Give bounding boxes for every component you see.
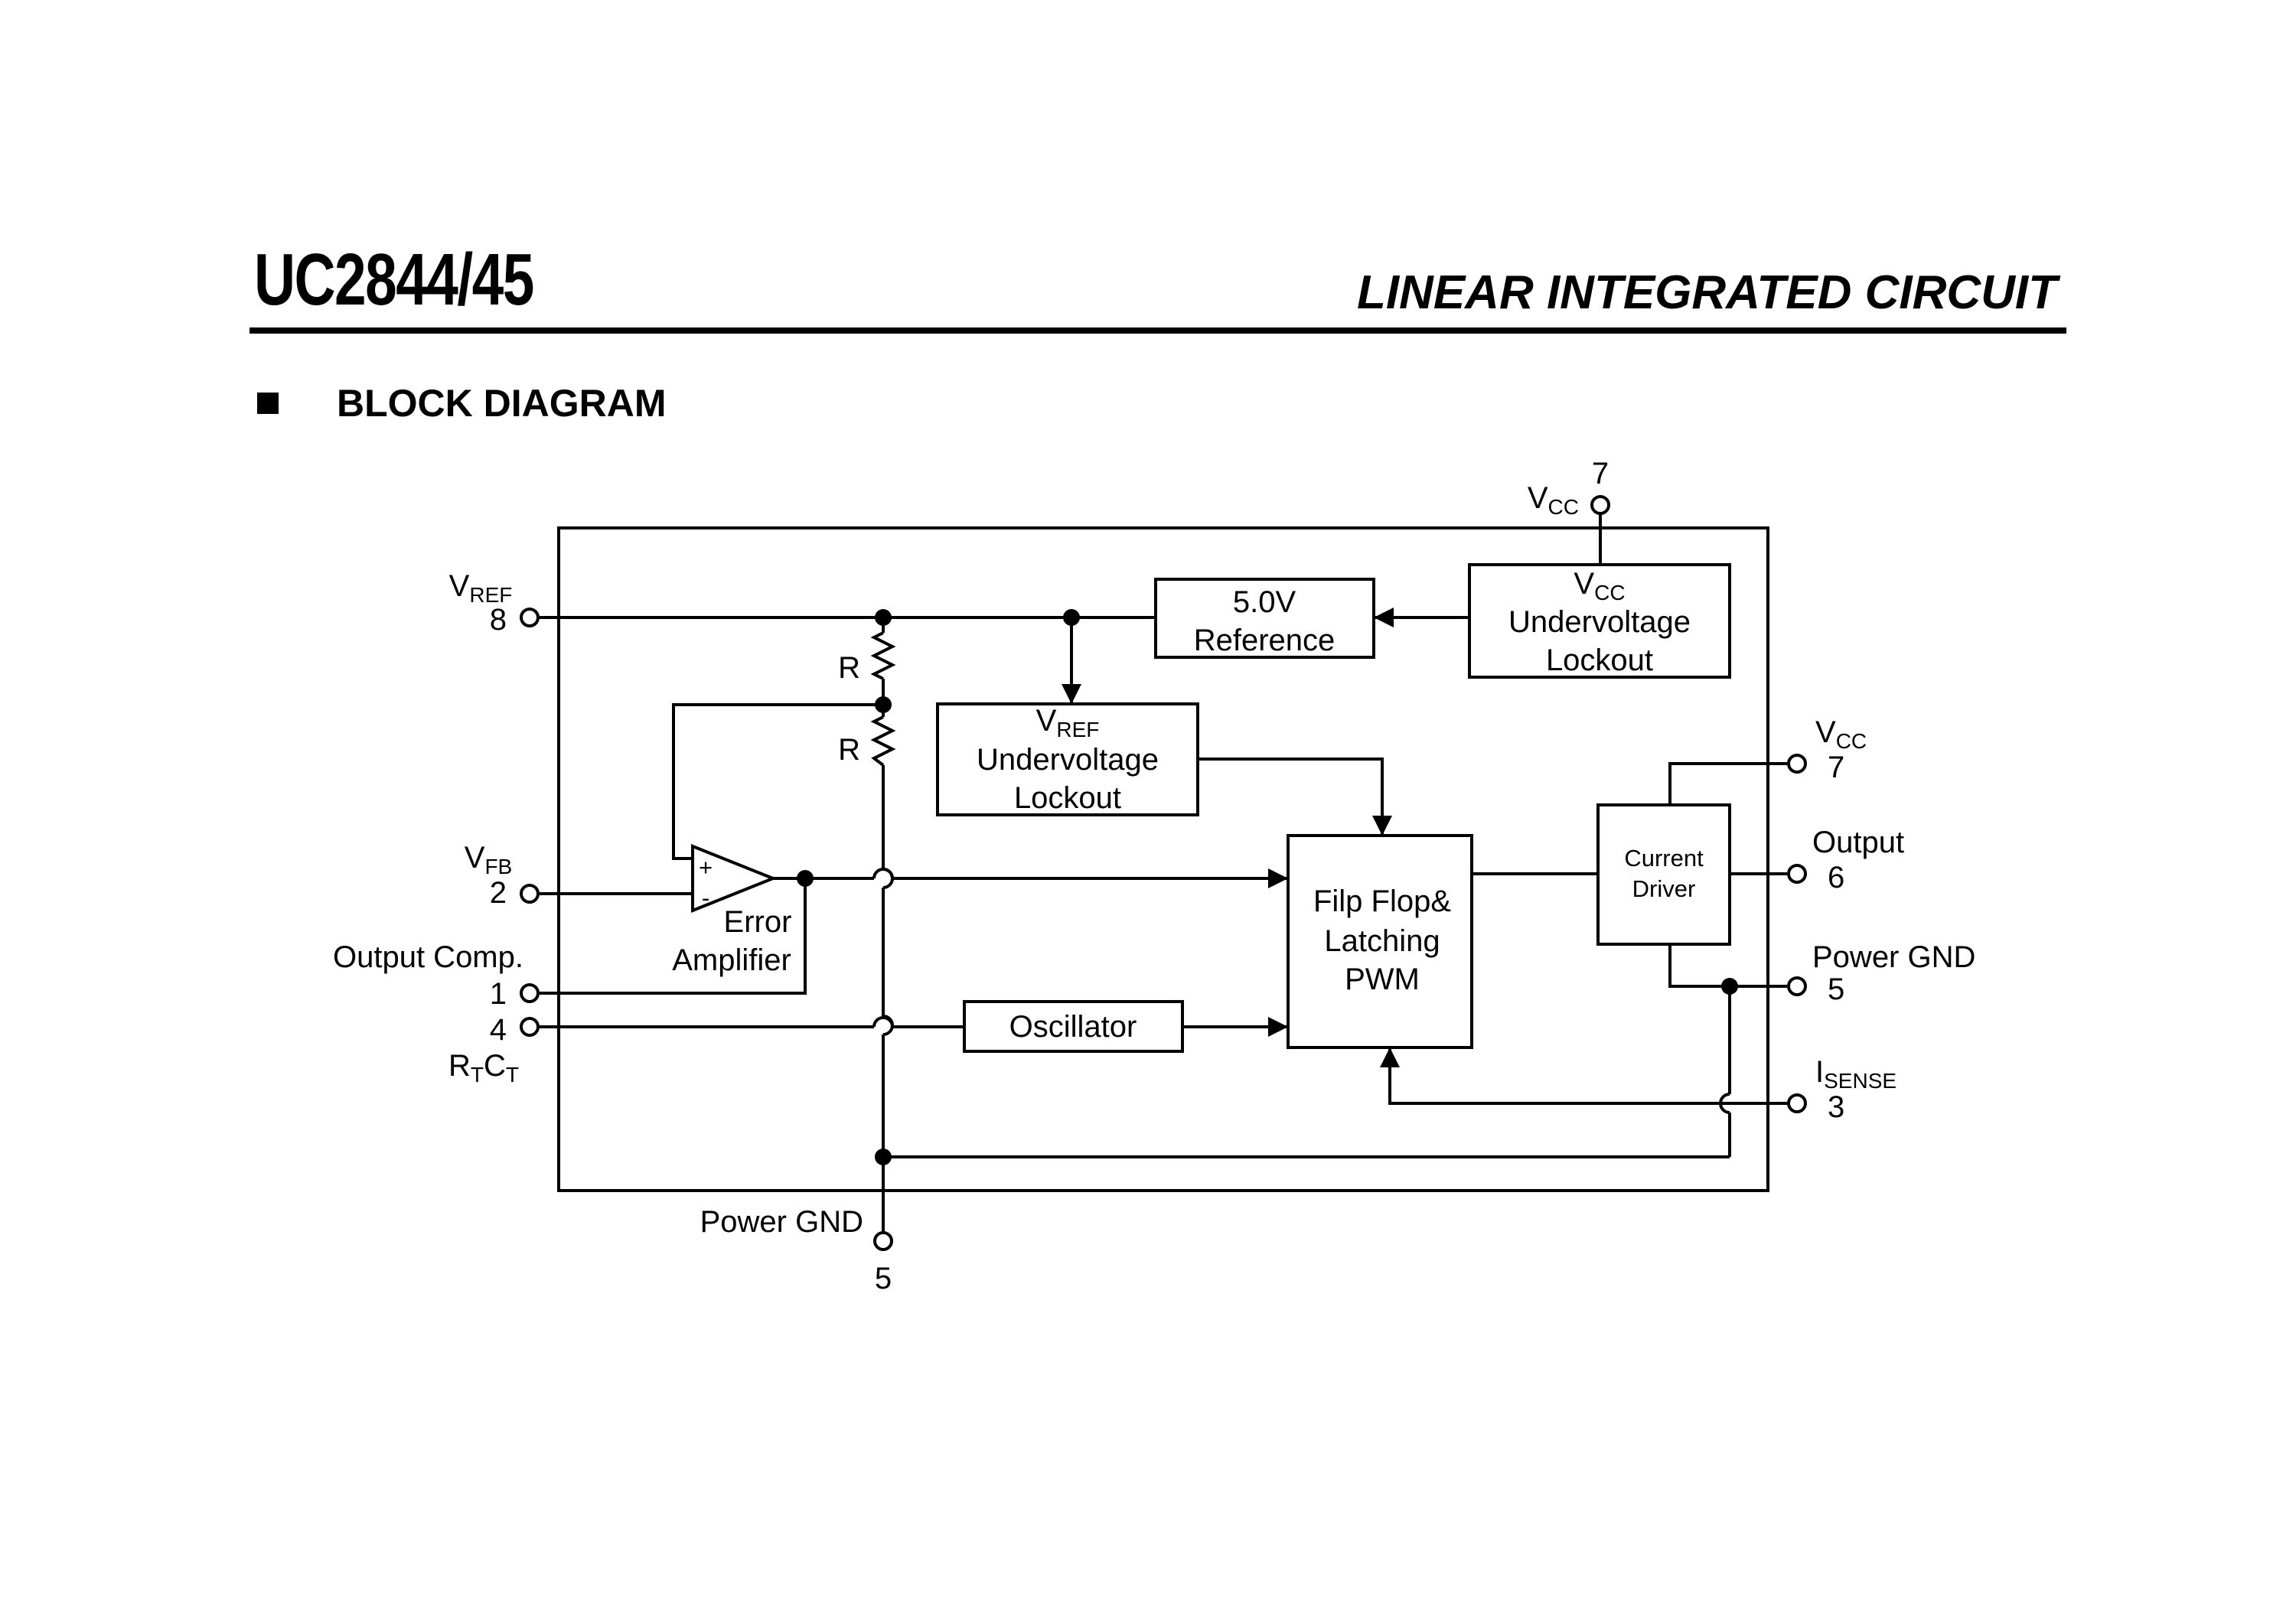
resistor-label-top: R: [838, 651, 860, 685]
pin-7-right-number: 7: [1828, 751, 1844, 784]
error-amp-label-1: Error: [724, 905, 792, 939]
pin-7-top-name: VCC: [1528, 481, 1579, 519]
junction-dot: [1063, 609, 1080, 626]
pin-1-name: Output Comp.: [333, 940, 523, 974]
pin-8-name: VREF: [449, 569, 513, 607]
opamp-minus-sign: -: [702, 885, 709, 911]
pin-5-right-name: Power GND: [1812, 940, 1975, 974]
pin-5-power-gnd-right: [1787, 976, 1807, 996]
document-type: LINEAR INTEGRATED CIRCUIT: [1356, 266, 2057, 319]
pin-6-output: [1787, 864, 1807, 884]
current-driver-label-1: Current: [1624, 845, 1704, 872]
pin-3-isense: [1787, 1093, 1807, 1113]
section-title: BLOCK DIAGRAM: [337, 382, 667, 425]
pin-4-rtct: [520, 1017, 540, 1037]
pin-3-name: ISENSE: [1815, 1055, 1896, 1093]
junction-dot: [797, 870, 814, 887]
ic-package-outline: [557, 526, 1769, 1192]
pin-3-number: 3: [1828, 1090, 1844, 1124]
pin-8-number: 8: [490, 603, 507, 637]
vref-uvlo-line1: Undervoltage: [977, 743, 1159, 777]
part-number: UC2844/45: [254, 239, 534, 321]
opamp-plus-sign: +: [699, 854, 713, 881]
junction-dot: [875, 1148, 892, 1165]
reference-label-2: Reference: [1194, 624, 1336, 657]
vcc-uvlo-line1: Undervoltage: [1508, 605, 1691, 639]
vcc-uvlo-title: VCC: [1574, 567, 1625, 604]
resistor-label-bottom: R: [838, 733, 860, 767]
square-bullet-icon: [257, 393, 279, 414]
pin-2-number: 2: [490, 876, 507, 910]
pin-2-name: VFB: [465, 841, 512, 878]
current-driver-block: [1596, 803, 1731, 946]
current-driver-label-2: Driver: [1632, 875, 1696, 902]
pin-8-vref: [520, 608, 540, 627]
pin-1-number: 1: [490, 977, 507, 1011]
pin-5-bottom-name: Power GND: [700, 1205, 863, 1239]
flipflop-label-3: PWM: [1345, 963, 1420, 996]
vref-uvlo-line2: Lockout: [1014, 781, 1121, 815]
pin-4-name: RTCT: [448, 1049, 519, 1087]
pin-6-name: Output: [1812, 826, 1904, 859]
pin-7-right-name: VCC: [1815, 715, 1867, 753]
error-amp-label-2: Amplifier: [672, 943, 791, 977]
flipflop-label-2: Latching: [1324, 924, 1440, 958]
pin-4-number: 4: [490, 1013, 507, 1047]
pin-7-vcc-right: [1787, 754, 1807, 774]
error-amplifier-symbol: [691, 844, 778, 913]
flipflop-label-1: Filp Flop&: [1313, 885, 1451, 918]
reference-label-1: 5.0V: [1233, 585, 1296, 619]
junction-dot: [1721, 978, 1738, 995]
junction-dot: [875, 609, 892, 626]
pin-6-number: 6: [1828, 861, 1844, 894]
pin-5-power-gnd-bottom: [873, 1231, 893, 1251]
pin-1-comp: [520, 983, 540, 1003]
vcc-uvlo-line2: Lockout: [1546, 643, 1653, 677]
oscillator-label: Oscillator: [1009, 1010, 1137, 1044]
junction-dot: [875, 696, 892, 713]
pin-5-bottom-number: 5: [875, 1262, 892, 1295]
pin-7-top-number: 7: [1592, 457, 1609, 490]
pin-5-right-number: 5: [1828, 973, 1844, 1006]
pin-2-vfb: [520, 884, 540, 904]
vref-uvlo-title: VREF: [1036, 704, 1100, 741]
header-rule: [249, 327, 2066, 334]
pin-7-vcc-top: [1590, 495, 1610, 515]
